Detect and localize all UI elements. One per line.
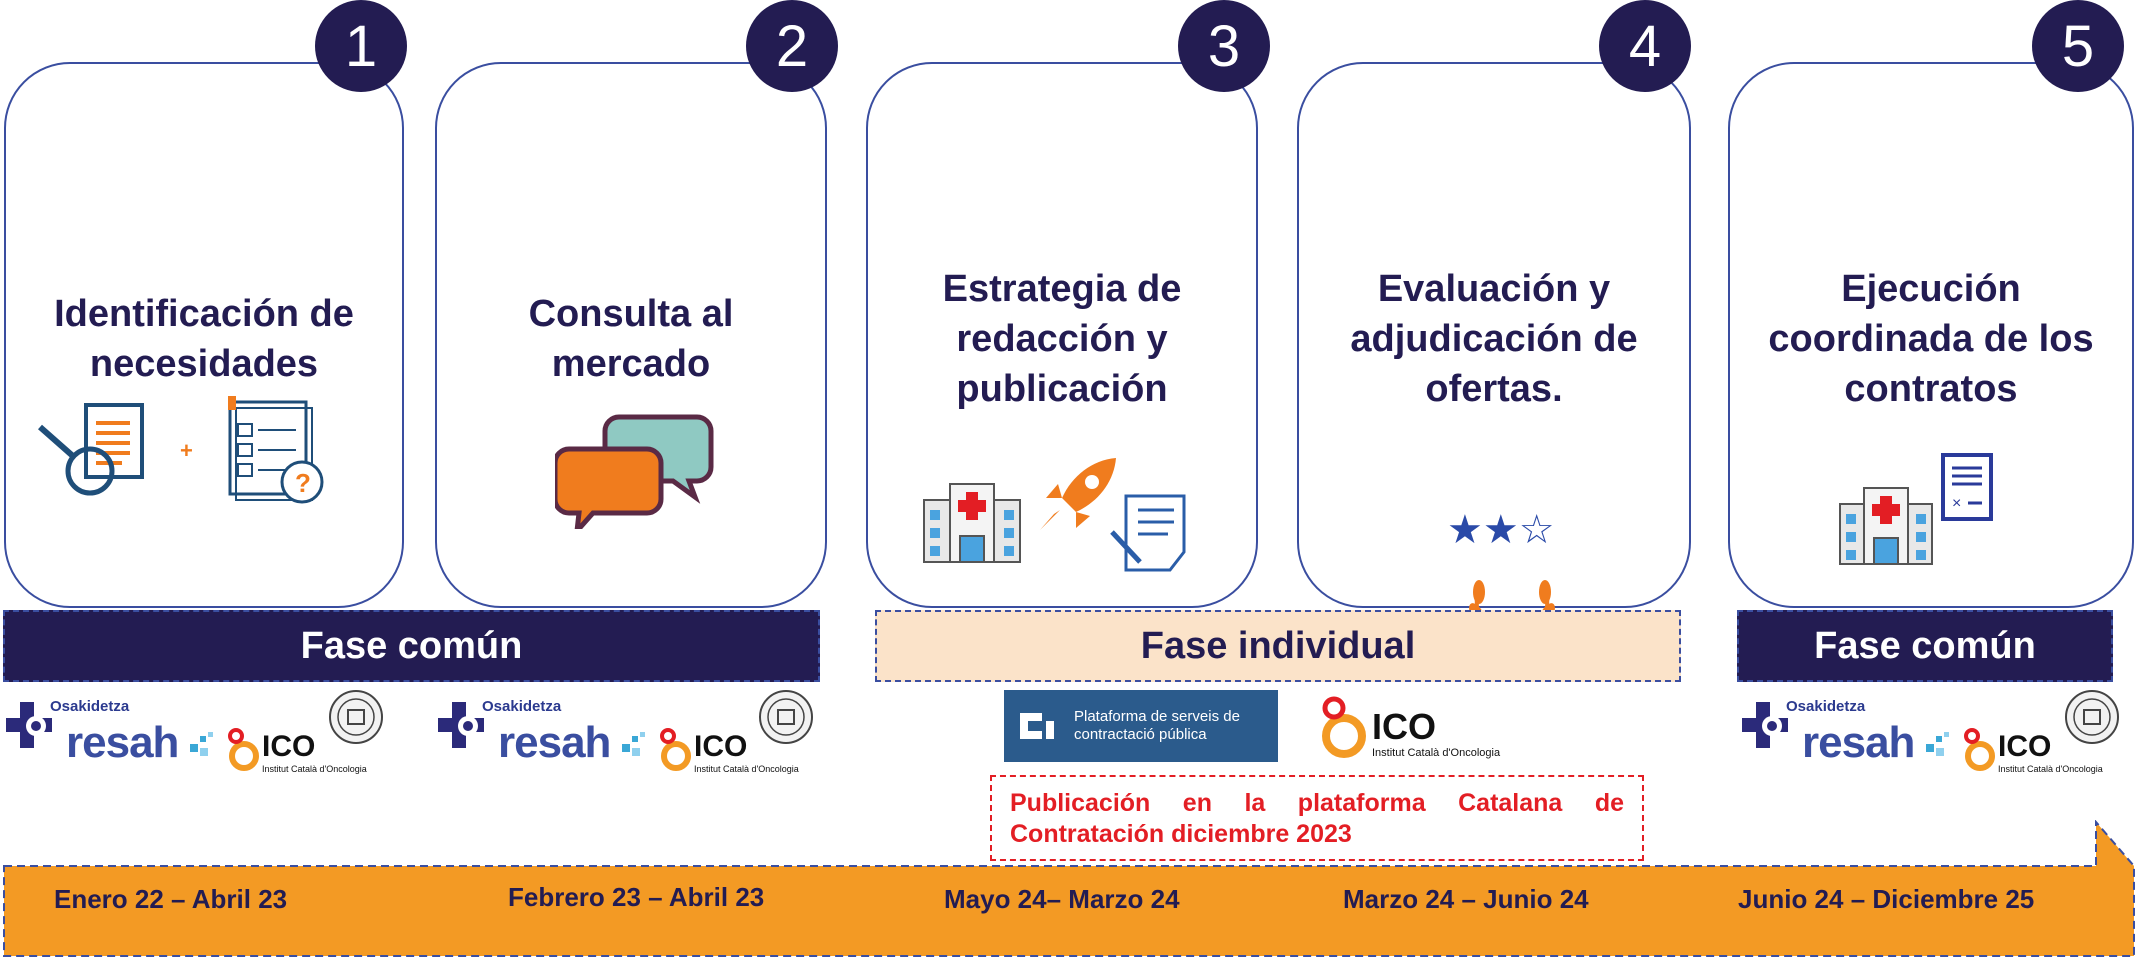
ico-logo-icon: [228, 728, 259, 771]
ico-logo-icon: [1964, 728, 1995, 771]
speech-bubbles-icon: [555, 414, 714, 529]
checklist-question-icon: ?: [228, 396, 324, 504]
phase-common-bar-1: Fase común: [3, 610, 820, 682]
step-badge-2: 2: [746, 0, 838, 92]
ico-logo-icon: [1322, 696, 1366, 758]
timeline-arrow: [3, 820, 2135, 957]
timeline-label-5: Junio 24 – Diciembre 25: [1738, 884, 2035, 914]
osakidetza-logo-icon: [438, 702, 484, 748]
resah-pixel-icon: [190, 732, 213, 756]
document-sign-icon: [1110, 494, 1186, 572]
publication-note: Publicación en la plataforma Catalana de…: [990, 775, 1644, 861]
resah-logo-text: resah: [498, 718, 611, 767]
osakidetza-logo-text: Osakidetza: [50, 698, 130, 715]
step-badge-4: 4: [1599, 0, 1691, 92]
phase-individual-bar: Fase individual: [875, 610, 1681, 682]
ico-logo-subtitle: Institut Català d'Oncologia: [1998, 764, 2103, 774]
logo-group-1: Osakidetza resah ICO Institut Català d'O…: [6, 688, 386, 774]
ico-logo-icon: [660, 728, 691, 771]
ico-logo-text: ICO: [1372, 706, 1437, 747]
osakidetza-logo-text: Osakidetza: [482, 698, 562, 715]
step-badge-5: 5: [2032, 0, 2124, 92]
logo-group-3: Osakidetza resah ICO Institut Català d'O…: [1742, 688, 2122, 774]
step-card-2: Consulta al mercado: [435, 62, 827, 608]
osakidetza-logo-icon: [1742, 702, 1788, 748]
three-star-rating-icon: ★★☆: [1447, 508, 1555, 552]
ico-logo-text: ICO: [694, 730, 748, 763]
university-seal-icon: [329, 690, 383, 744]
osakidetza-logo-icon: [6, 702, 52, 748]
osakidetza-logo-text: Osakidetza: [1786, 698, 1866, 715]
step-title-5: Ejecución coordinada de los contratos: [1768, 268, 2094, 410]
ico-logo-text: ICO: [262, 730, 316, 763]
step-badge-1: 1: [315, 0, 407, 92]
plus-icon: +: [180, 438, 193, 463]
step-card-5: Ejecución coordinada de los contratos ×: [1728, 62, 2134, 608]
step-title-1: Identificación de necesidades: [54, 293, 354, 385]
resah-logo-text: resah: [66, 718, 179, 767]
ico-logo-subtitle: Institut Català d'Oncologia: [694, 764, 799, 774]
step-card-3: Estrategia de redacción y publicación: [866, 62, 1258, 608]
invoice-icon: ×: [1941, 453, 1993, 521]
ico-logo-subtitle: Institut Català d'Oncologia: [262, 764, 367, 774]
ico-logo-subtitle: Institut Català d'Oncologia: [1372, 747, 1501, 759]
step-title-3: Estrategia de redacción y publicación: [942, 268, 1182, 410]
university-seal-icon: [759, 690, 813, 744]
resah-pixel-icon: [622, 732, 645, 756]
svg-text:?: ?: [295, 468, 311, 498]
ico-logo-text: ICO: [1998, 730, 2052, 763]
step-card-4: Evaluación y adjudicación de ofertas. ★★…: [1297, 62, 1691, 655]
timeline-label-4: Marzo 24 – Junio 24: [1343, 884, 1589, 914]
rocket-icon: [1040, 458, 1116, 530]
timeline-label-3: Mayo 24– Marzo 24: [944, 884, 1180, 914]
timeline-label-2: Febrero 23 – Abril 23: [508, 882, 765, 912]
hospital-icon: [923, 483, 1021, 563]
ico-logo-large: ICO Institut Català d'Oncologia: [1318, 692, 1528, 762]
step-title-2: Consulta al mercado: [528, 293, 734, 385]
svg-text:×: ×: [1952, 495, 1961, 512]
platform-logo-line-1: Plataforma de serveis de: [1074, 708, 1240, 725]
step-title-4: Evaluación y adjudicación de ofertas.: [1350, 268, 1638, 410]
resah-logo-text: resah: [1802, 718, 1915, 767]
logo-group-2: Osakidetza resah ICO Institut Català d'O…: [438, 688, 818, 774]
document-search-icon: [38, 403, 144, 496]
platform-logo: Plataforma de serveis de contractació pú…: [1004, 690, 1278, 762]
phase-common-bar-2: Fase común: [1737, 610, 2113, 682]
platform-logo-icon: [1020, 713, 1054, 739]
step-card-1: Identificación de necesidades + ?: [4, 62, 404, 608]
step-badge-3: 3: [1178, 0, 1270, 92]
resah-pixel-icon: [1926, 732, 1949, 756]
hospital-icon: [1839, 487, 1933, 565]
university-seal-icon: [2065, 690, 2119, 744]
platform-logo-line-2: contractació pública: [1074, 726, 1207, 743]
timeline-label-1: Enero 22 – Abril 23: [54, 884, 288, 914]
